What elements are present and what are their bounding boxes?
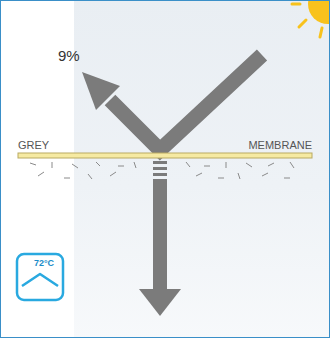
transmitted-arrow — [139, 161, 181, 316]
percentage-label: 9% — [58, 48, 80, 65]
temperature-icon — [17, 254, 63, 300]
ray-arrow — [110, 55, 262, 150]
sun-symbol — [292, 0, 330, 37]
material-label: MEMBRANE — [248, 139, 312, 151]
substrate-hatch — [30, 162, 294, 179]
membrane-layer — [18, 153, 312, 158]
temperature-label: 72°C — [34, 259, 54, 269]
reflected-arrowhead — [82, 72, 120, 110]
material-label: GREY — [18, 139, 49, 151]
